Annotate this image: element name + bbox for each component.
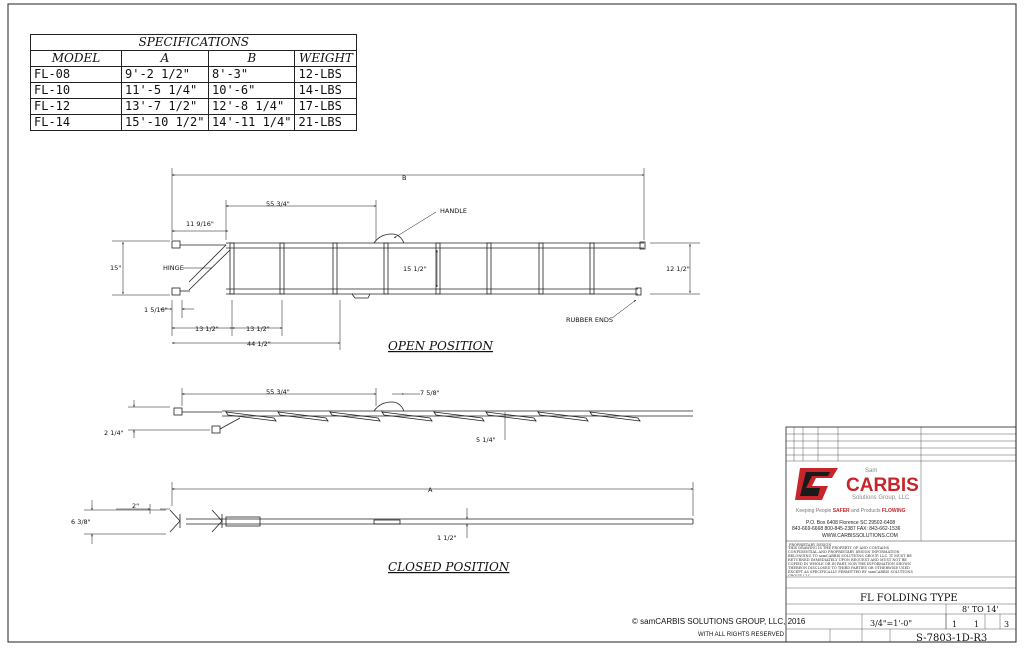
cell-weight: 12-LBS bbox=[294, 66, 358, 83]
company-address: P.O. Box 6408 Florence SC 29502-6408 bbox=[806, 520, 895, 526]
logo-suffix: Solutions Group, LLC bbox=[852, 495, 910, 501]
dim-7-5-8: 7 5/8" bbox=[420, 389, 440, 397]
drawing-title: FL FOLDING TYPE bbox=[860, 593, 958, 604]
copyright-notice: © samCARBIS SOLUTIONS GROUP, LLC, 2016 bbox=[632, 617, 805, 626]
table-row: FL-14 15'-10 1/2" 14'-11 1/4" 21-LBS bbox=[30, 114, 358, 131]
closed-top-view bbox=[169, 509, 694, 533]
sheet-border bbox=[7, 3, 1017, 643]
dim-11-9-16: 11 9/16" bbox=[186, 220, 214, 228]
tagline-part-2: and Products bbox=[851, 508, 881, 514]
cell-weight: 21-LBS bbox=[294, 114, 358, 131]
open-position-view bbox=[171, 233, 646, 299]
handle-label: HANDLE bbox=[440, 207, 467, 215]
closed-top-dimensions bbox=[84, 482, 694, 544]
tagline-safer: SAFER bbox=[833, 508, 850, 514]
rubber-ends-label: RUBBER ENDS bbox=[566, 316, 613, 324]
size-range: 8' TO 14' bbox=[962, 605, 999, 614]
open-view-dimensions bbox=[112, 168, 700, 350]
logo-prefix: Sam bbox=[865, 468, 877, 474]
cell-a: 13'-7 1/2" bbox=[121, 98, 209, 115]
ladder-rungs bbox=[229, 242, 595, 295]
drawing-scale: 3/4"=1'-0" bbox=[870, 619, 912, 628]
closed-side-view bbox=[173, 401, 693, 434]
dim-a: A bbox=[428, 486, 433, 494]
dim-44-1-2: 44 1/2" bbox=[247, 340, 271, 348]
dim-13-1-2-a: 13 1/2" bbox=[195, 325, 219, 333]
dim-b: B bbox=[402, 174, 406, 182]
header-weight: WEIGHT bbox=[294, 50, 358, 67]
copyright-symbol: © bbox=[632, 617, 638, 626]
copyright-company: samCARBIS SOLUTIONS GROUP, LLC, 2016 bbox=[640, 617, 806, 626]
dim-5-1-4: 5 1/4" bbox=[476, 436, 496, 444]
title-block: Sam CARBIS Solutions Group, LLC Keeping … bbox=[785, 426, 1017, 644]
closed-side-dimensions bbox=[128, 388, 506, 440]
closed-side-labels: 55 3/4" 7 5/8" 2 1/4" 5 1/4" bbox=[104, 388, 496, 444]
open-view-labels: B 55 3/4" 11 9/16" HANDLE 15" HINGE 15 1… bbox=[110, 174, 690, 353]
tagline-flowing: FLOWING bbox=[882, 508, 906, 514]
cell-weight: 17-LBS bbox=[294, 98, 358, 115]
sheet-number: 1 bbox=[952, 620, 957, 629]
tagline: Keeping People SAFER and Products FLOWIN… bbox=[796, 508, 906, 514]
drawing-number: S-7803-1D-R3 bbox=[916, 633, 987, 644]
dim-55-3-4: 55 3/4" bbox=[266, 200, 290, 208]
dim-15-1-2: 15 1/2" bbox=[403, 265, 427, 273]
cell-a: 15'-10 1/2" bbox=[121, 114, 209, 131]
revision-grid bbox=[786, 427, 1016, 541]
cell-b: 14'-11 1/4" bbox=[207, 114, 296, 131]
dim-12-1-2: 12 1/2" bbox=[666, 265, 690, 273]
tagline-part-1: Keeping People bbox=[796, 508, 832, 514]
closed-top-labels: 2" A 6 3/8" 1 1/2" CLOSED POSITION bbox=[71, 486, 510, 574]
carbis-logo: Sam CARBIS Solutions Group, LLC bbox=[795, 468, 919, 501]
dim-6-3-8: 6 3/8" bbox=[71, 518, 91, 526]
proprietary-notice: THIS DRAWING IS THE PROPERTY OF AND CONT… bbox=[788, 546, 913, 576]
company-phones: 843-669-6668 800-845-2387 FAX: 843-662-1… bbox=[792, 526, 901, 532]
sheet-total: 1 bbox=[974, 620, 979, 629]
folded-rungs bbox=[225, 411, 641, 422]
company-website: WWW.CARBISSOLUTIONS.COM bbox=[822, 533, 898, 539]
open-position-caption: OPEN POSITION bbox=[388, 339, 493, 353]
proprietary-title: PROPRIETARY DESIGN bbox=[789, 543, 831, 547]
dim-1-5-16: 1 5/16" bbox=[144, 306, 168, 314]
dim-2-inch: 2" bbox=[132, 502, 139, 510]
dim-55-3-4-closed: 55 3/4" bbox=[266, 388, 290, 396]
rights-reserved: WITH ALL RIGHTS RESERVED bbox=[698, 632, 785, 638]
logo-name: CARBIS bbox=[846, 475, 919, 496]
proprietary-text: THIS DRAWING IS THE PROPERTY OF AND CONT… bbox=[788, 546, 913, 576]
cell-model: FL-14 bbox=[30, 114, 122, 131]
specifications-table: SPECIFICATIONS MODEL A B WEIGHT FL-08 9'… bbox=[29, 34, 358, 131]
dim-13-1-2-b: 13 1/2" bbox=[246, 325, 270, 333]
closed-position-caption: CLOSED POSITION bbox=[388, 560, 510, 574]
hinge-label: HINGE bbox=[163, 264, 184, 272]
revision-number: 3 bbox=[1004, 620, 1009, 629]
dim-1-1-2: 1 1/2" bbox=[437, 534, 457, 542]
dim-15: 15" bbox=[110, 264, 121, 272]
dim-2-1-4: 2 1/4" bbox=[104, 429, 124, 437]
